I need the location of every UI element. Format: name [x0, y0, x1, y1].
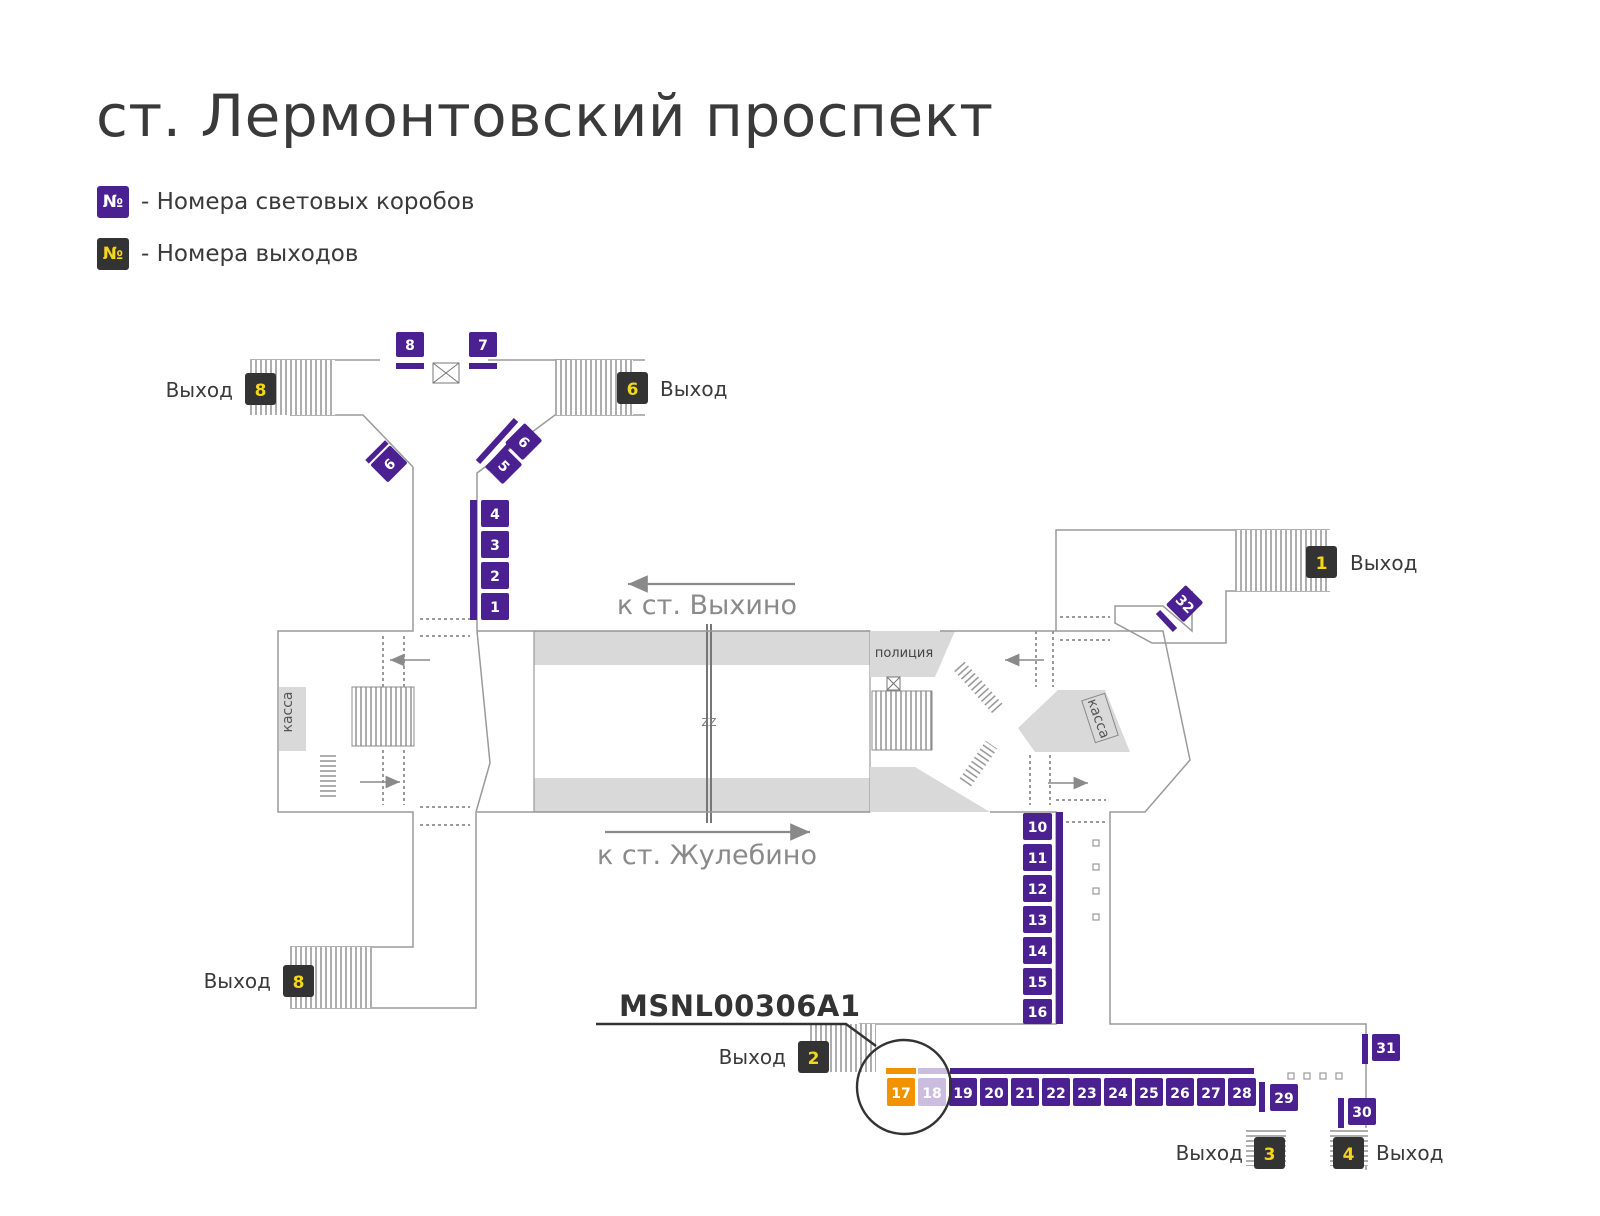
lightbox-29: 29 — [1274, 1091, 1293, 1107]
lightboxes: 8 7 9 6 5 4 3 2 1 32 — [365, 332, 1400, 1128]
lightbox-24: 24 — [1108, 1086, 1128, 1102]
exit-5-number: 6 — [627, 380, 639, 400]
lightbox-13: 13 — [1028, 913, 1047, 929]
lightbox-17: 17 — [891, 1086, 910, 1102]
lightbox-20: 20 — [984, 1086, 1004, 1102]
legend-lightbox-label: - Номера световых коробов — [141, 189, 475, 215]
legend-lightbox-chip: № — [97, 186, 129, 218]
exit-markers: Выход 8 6 Выход 1 Выход Выход 8 Выход 2 … — [166, 372, 1443, 1169]
exit-8-word: Выход — [204, 969, 271, 993]
label-to-zhulebino: к ст. Жулебино — [597, 840, 817, 871]
legend-lightbox: № - Номера световых коробов — [97, 186, 474, 218]
exit-3-number: 3 — [1264, 1145, 1276, 1165]
lightbox-11: 11 — [1028, 851, 1047, 867]
exit-6-word: Выход — [166, 378, 233, 402]
lightbox-4: 4 — [490, 507, 500, 523]
lightbox-21: 21 — [1015, 1086, 1034, 1102]
lightbox-8: 8 — [405, 338, 415, 354]
lightbox-10: 10 — [1028, 820, 1048, 836]
lightbox-19: 19 — [953, 1086, 972, 1102]
lightbox-25: 25 — [1139, 1086, 1158, 1102]
svg-text:ZZ: ZZ — [701, 716, 717, 729]
exit-4-word: Выход — [1376, 1141, 1443, 1165]
lightbox-18: 18 — [922, 1086, 941, 1102]
column-markers — [1092, 839, 1343, 1080]
page-title: ст. Лермонтовский проспект — [96, 82, 994, 150]
turnstiles — [382, 616, 1110, 826]
exit-1-number: 1 — [1316, 554, 1328, 574]
lightbox-15: 15 — [1028, 975, 1047, 991]
exit-3-word: Выход — [1176, 1141, 1243, 1165]
lightbox-2: 2 — [490, 569, 500, 585]
lightbox-12: 12 — [1028, 882, 1047, 898]
exit-4-number: 4 — [1343, 1145, 1355, 1165]
lightbox-28: 28 — [1232, 1086, 1251, 1102]
exit-2-number: 2 — [808, 1049, 820, 1069]
lightbox-22: 22 — [1046, 1086, 1065, 1102]
exit-2-word: Выход — [719, 1045, 786, 1069]
lightbox-30: 30 — [1352, 1105, 1372, 1121]
platform: ZZ — [533, 624, 1005, 823]
lightbox-7: 7 — [478, 338, 488, 354]
police-label: полиция — [875, 646, 933, 661]
lightbox-23: 23 — [1077, 1086, 1096, 1102]
legend-exit-label: - Номера выходов — [141, 241, 359, 267]
lightbox-31: 31 — [1376, 1041, 1395, 1057]
lightbox-1: 1 — [490, 600, 500, 616]
exit-5-word: Выход — [660, 377, 727, 401]
kassa-left-label: касса — [280, 691, 296, 732]
label-to-vykhino: к ст. Выхино — [617, 590, 797, 621]
lightbox-14: 14 — [1028, 944, 1048, 960]
walk-arrows — [360, 653, 1088, 790]
exit-1-word: Выход — [1350, 551, 1417, 575]
callout-code: MSNL00306A1 — [619, 989, 861, 1023]
lightbox-26: 26 — [1170, 1086, 1189, 1102]
highlight-callout: MSNL00306A1 — [596, 989, 953, 1136]
lightbox-3: 3 — [490, 538, 500, 554]
legend-exit-chip: № — [97, 238, 129, 270]
legend-exit: № - Номера выходов — [97, 238, 358, 270]
exit-8-number: 8 — [293, 973, 305, 993]
lightbox-27: 27 — [1201, 1086, 1220, 1102]
exit-6-number: 8 — [255, 381, 267, 401]
direction-arrows — [605, 575, 810, 841]
rooms: касса касса полиция — [279, 646, 1130, 752]
lightbox-16: 16 — [1028, 1005, 1047, 1021]
